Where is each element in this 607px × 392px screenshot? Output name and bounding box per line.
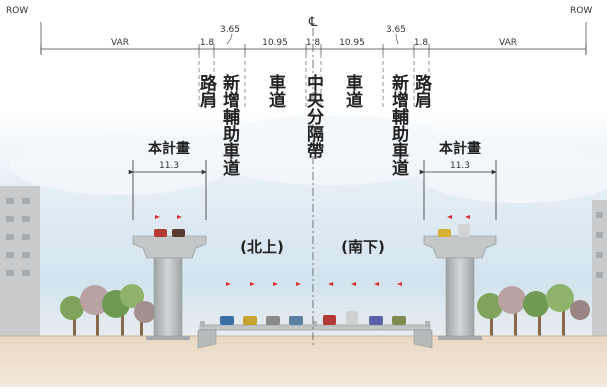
project-width-left: 11.3 <box>159 161 179 171</box>
direction-south: (南下) <box>341 238 385 256</box>
dim-shoulder-left: 1.8 <box>200 38 215 48</box>
cloud <box>200 115 460 185</box>
dim-lane-right: 10.95 <box>339 38 365 48</box>
project-width-right: 11.3 <box>450 161 470 171</box>
building-left <box>0 186 40 340</box>
dim-aux-right: 3.65 <box>386 25 406 35</box>
cloud <box>10 135 230 195</box>
zone-aux-left: 新增輔助車道 <box>219 73 240 176</box>
zone-shoulder-right: 路肩 <box>411 73 432 109</box>
row-label-right: ROW <box>570 6 592 16</box>
zone-lane-right: 車道 <box>342 73 363 108</box>
zone-median: 中央分隔帶 <box>303 73 324 160</box>
viaduct-left <box>132 229 207 340</box>
trees-left <box>60 284 156 336</box>
at-grade-road <box>197 321 433 349</box>
dim-median: 1.8 <box>306 38 321 48</box>
dim-shoulder-right: 1.8 <box>414 38 429 48</box>
dim-var-right: VAR <box>499 38 517 48</box>
road-vehicles <box>220 311 406 325</box>
direction-north: (北上) <box>240 238 284 256</box>
project-bracket-left <box>128 160 207 220</box>
viaduct-right <box>423 224 497 340</box>
zone-lane-left: 車道 <box>265 73 286 108</box>
centerline-symbol: ℄ <box>308 15 318 30</box>
aux-leader-left <box>226 33 233 45</box>
dimension-ticks <box>40 44 587 54</box>
direction-arrows <box>155 215 470 286</box>
dim-var-left: VAR <box>111 38 129 48</box>
dashed-guides <box>198 54 430 110</box>
zone-shoulder-left: 路肩 <box>196 73 217 109</box>
project-bracket-right <box>419 160 497 220</box>
project-label-left: 本計畫 <box>148 140 190 157</box>
dim-aux-left: 3.65 <box>220 25 240 35</box>
building-right <box>592 200 607 340</box>
project-label-right: 本計畫 <box>439 140 481 157</box>
aux-leader-right <box>395 33 399 45</box>
trees-right <box>477 284 590 336</box>
ground <box>0 336 607 387</box>
zone-aux-right: 新增輔助車道 <box>388 73 409 176</box>
dim-lane-left: 10.95 <box>262 38 288 48</box>
cloud <box>420 147 607 203</box>
row-label-left: ROW <box>6 6 28 16</box>
